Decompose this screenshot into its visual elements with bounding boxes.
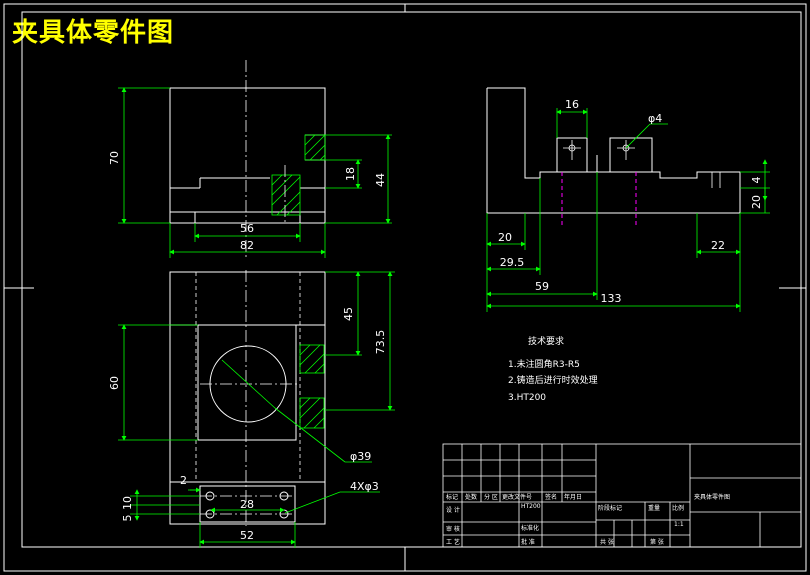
- dim-56: 56: [240, 222, 254, 235]
- dim-4: 4: [750, 177, 763, 184]
- dim-20-h: 20: [750, 195, 763, 209]
- tb-sheet: 第 张: [650, 538, 664, 546]
- tb-date: 年月日: [564, 493, 582, 501]
- dim-133: 133: [601, 292, 622, 305]
- tb-material: HT200: [521, 503, 541, 510]
- dim-59: 59: [535, 280, 549, 293]
- tb-design: 设 计: [446, 506, 460, 514]
- front-hatch: [271, 134, 326, 216]
- tb-change: 更改文件号: [502, 493, 532, 501]
- tb-ratio: 比例: [672, 504, 684, 512]
- tb-process: 工 艺: [446, 538, 460, 546]
- tb-scale: 1:1: [674, 521, 684, 528]
- dim-44: 44: [374, 173, 387, 187]
- tb-standard: 标准化: [521, 524, 539, 532]
- dim-16: 16: [565, 98, 579, 111]
- tb-weight: 重量: [648, 504, 660, 512]
- tb-total: 共 张: [600, 538, 614, 546]
- dim-phi4: φ4: [648, 112, 662, 125]
- tb-approve: 批 准: [521, 538, 535, 546]
- dim-82: 82: [240, 239, 254, 252]
- dim-18: 18: [344, 167, 357, 181]
- tb-zone: 分 区: [484, 493, 498, 501]
- dim-70: 70: [108, 151, 121, 165]
- dim-2: 2: [180, 474, 187, 487]
- tb-count: 处数: [465, 493, 477, 501]
- dim-4x-phi3: 4Xφ3: [350, 480, 379, 493]
- dim-45: 45: [342, 307, 355, 321]
- note-3: 3.HT200: [508, 393, 546, 403]
- dim-60: 60: [108, 376, 121, 390]
- dim-29-5: 29.5: [500, 256, 525, 269]
- technical-notes: 技术要求 1.未注圆角R3-R5 2.铸造后进行时效处理 3.HT200: [508, 335, 598, 403]
- notes-heading: 技术要求: [528, 335, 564, 347]
- tb-part-name: 夹具体零件图: [694, 493, 730, 501]
- sheet-border: [3, 3, 807, 572]
- front-view: 70 18 44 56 82: [108, 60, 392, 258]
- dim-5: 5: [121, 515, 134, 522]
- title-block: 夹具体零件图 1:1 标记 处数 分 区 更改文件号 签名 年月日 HT200 …: [442, 443, 802, 548]
- side-view: 16 φ4 4 20 20 29.5 22 59 133: [486, 87, 770, 312]
- dim-phi39: φ39: [350, 450, 371, 463]
- note-2: 2.铸造后进行时效处理: [508, 374, 598, 386]
- dim-73-5: 73.5: [374, 330, 387, 355]
- note-1: 1.未注圆角R3-R5: [508, 358, 580, 370]
- dim-10: 10: [121, 496, 134, 510]
- dim-52: 52: [240, 529, 254, 542]
- tb-mark: 标记: [446, 493, 458, 501]
- hidden-holes: [561, 172, 637, 225]
- dim-28: 28: [240, 498, 254, 511]
- tb-stage: 阶段标记: [598, 504, 622, 512]
- tb-sign: 签名: [545, 493, 557, 501]
- top-view: 45 73.5 60 φ39 2 4Xφ3 5 10 28 52: [108, 270, 395, 548]
- dim-22: 22: [711, 239, 725, 252]
- tb-review: 审 核: [446, 525, 460, 533]
- dim-20-w: 20: [498, 231, 512, 244]
- drawing-title: 夹具体零件图: [12, 18, 175, 48]
- top-hatch: [299, 344, 325, 429]
